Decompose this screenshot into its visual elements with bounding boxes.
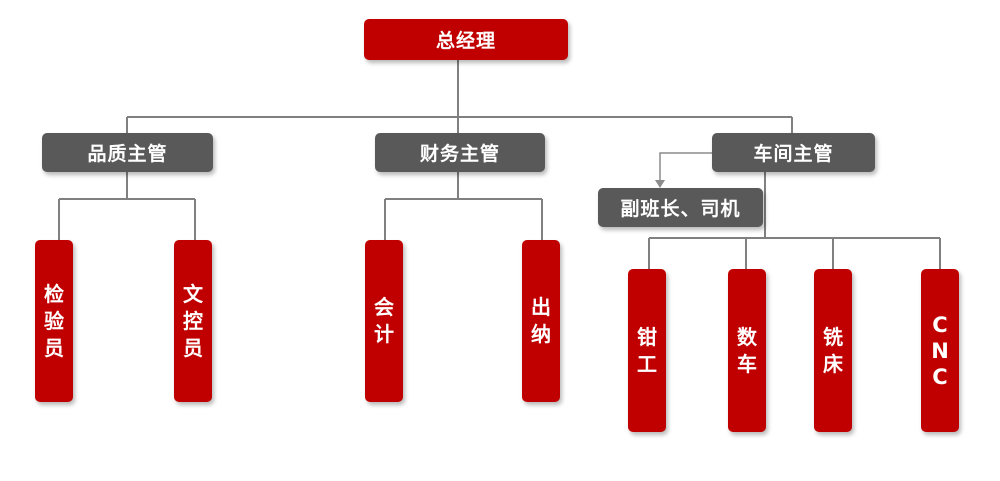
node-accountant: 会计 (365, 240, 403, 402)
node-quality-manager-label: 品质主管 (87, 143, 168, 165)
node-accountant-label: 会计 (374, 295, 394, 346)
node-ceo: 总经理 (364, 19, 568, 60)
node-document-controller: 文控员 (174, 240, 212, 402)
node-workshop-manager: 车间主管 (712, 133, 875, 172)
node-fitter-label: 钳工 (637, 324, 657, 376)
node-inspector: 检验员 (35, 240, 73, 402)
node-fitter: 钳工 (628, 269, 666, 432)
node-cashier-label: 出纳 (531, 295, 551, 346)
node-document-controller-label: 文控员 (183, 281, 203, 360)
node-cnc-lathe: 数车 (728, 269, 766, 432)
node-cnc: CNC (921, 269, 959, 432)
node-cashier: 出纳 (522, 240, 560, 402)
node-inspector-label: 检验员 (44, 281, 64, 360)
node-deputy-leader-driver-label: 副班长、司机 (620, 198, 741, 220)
node-cnc-label: CNC (931, 312, 949, 389)
node-quality-manager: 品质主管 (42, 133, 213, 172)
node-milling: 铣床 (814, 269, 852, 432)
node-finance-manager-label: 财务主管 (419, 143, 500, 165)
arrowhead-icon (655, 180, 665, 188)
node-finance-manager: 财务主管 (375, 133, 545, 172)
node-deputy-leader-driver: 副班长、司机 (598, 188, 763, 227)
connector-to-deputy (659, 152, 712, 180)
node-workshop-manager-label: 车间主管 (753, 143, 834, 165)
node-milling-label: 铣床 (823, 324, 843, 376)
node-cnc-lathe-label: 数车 (737, 324, 757, 376)
node-ceo-label: 总经理 (435, 30, 496, 52)
